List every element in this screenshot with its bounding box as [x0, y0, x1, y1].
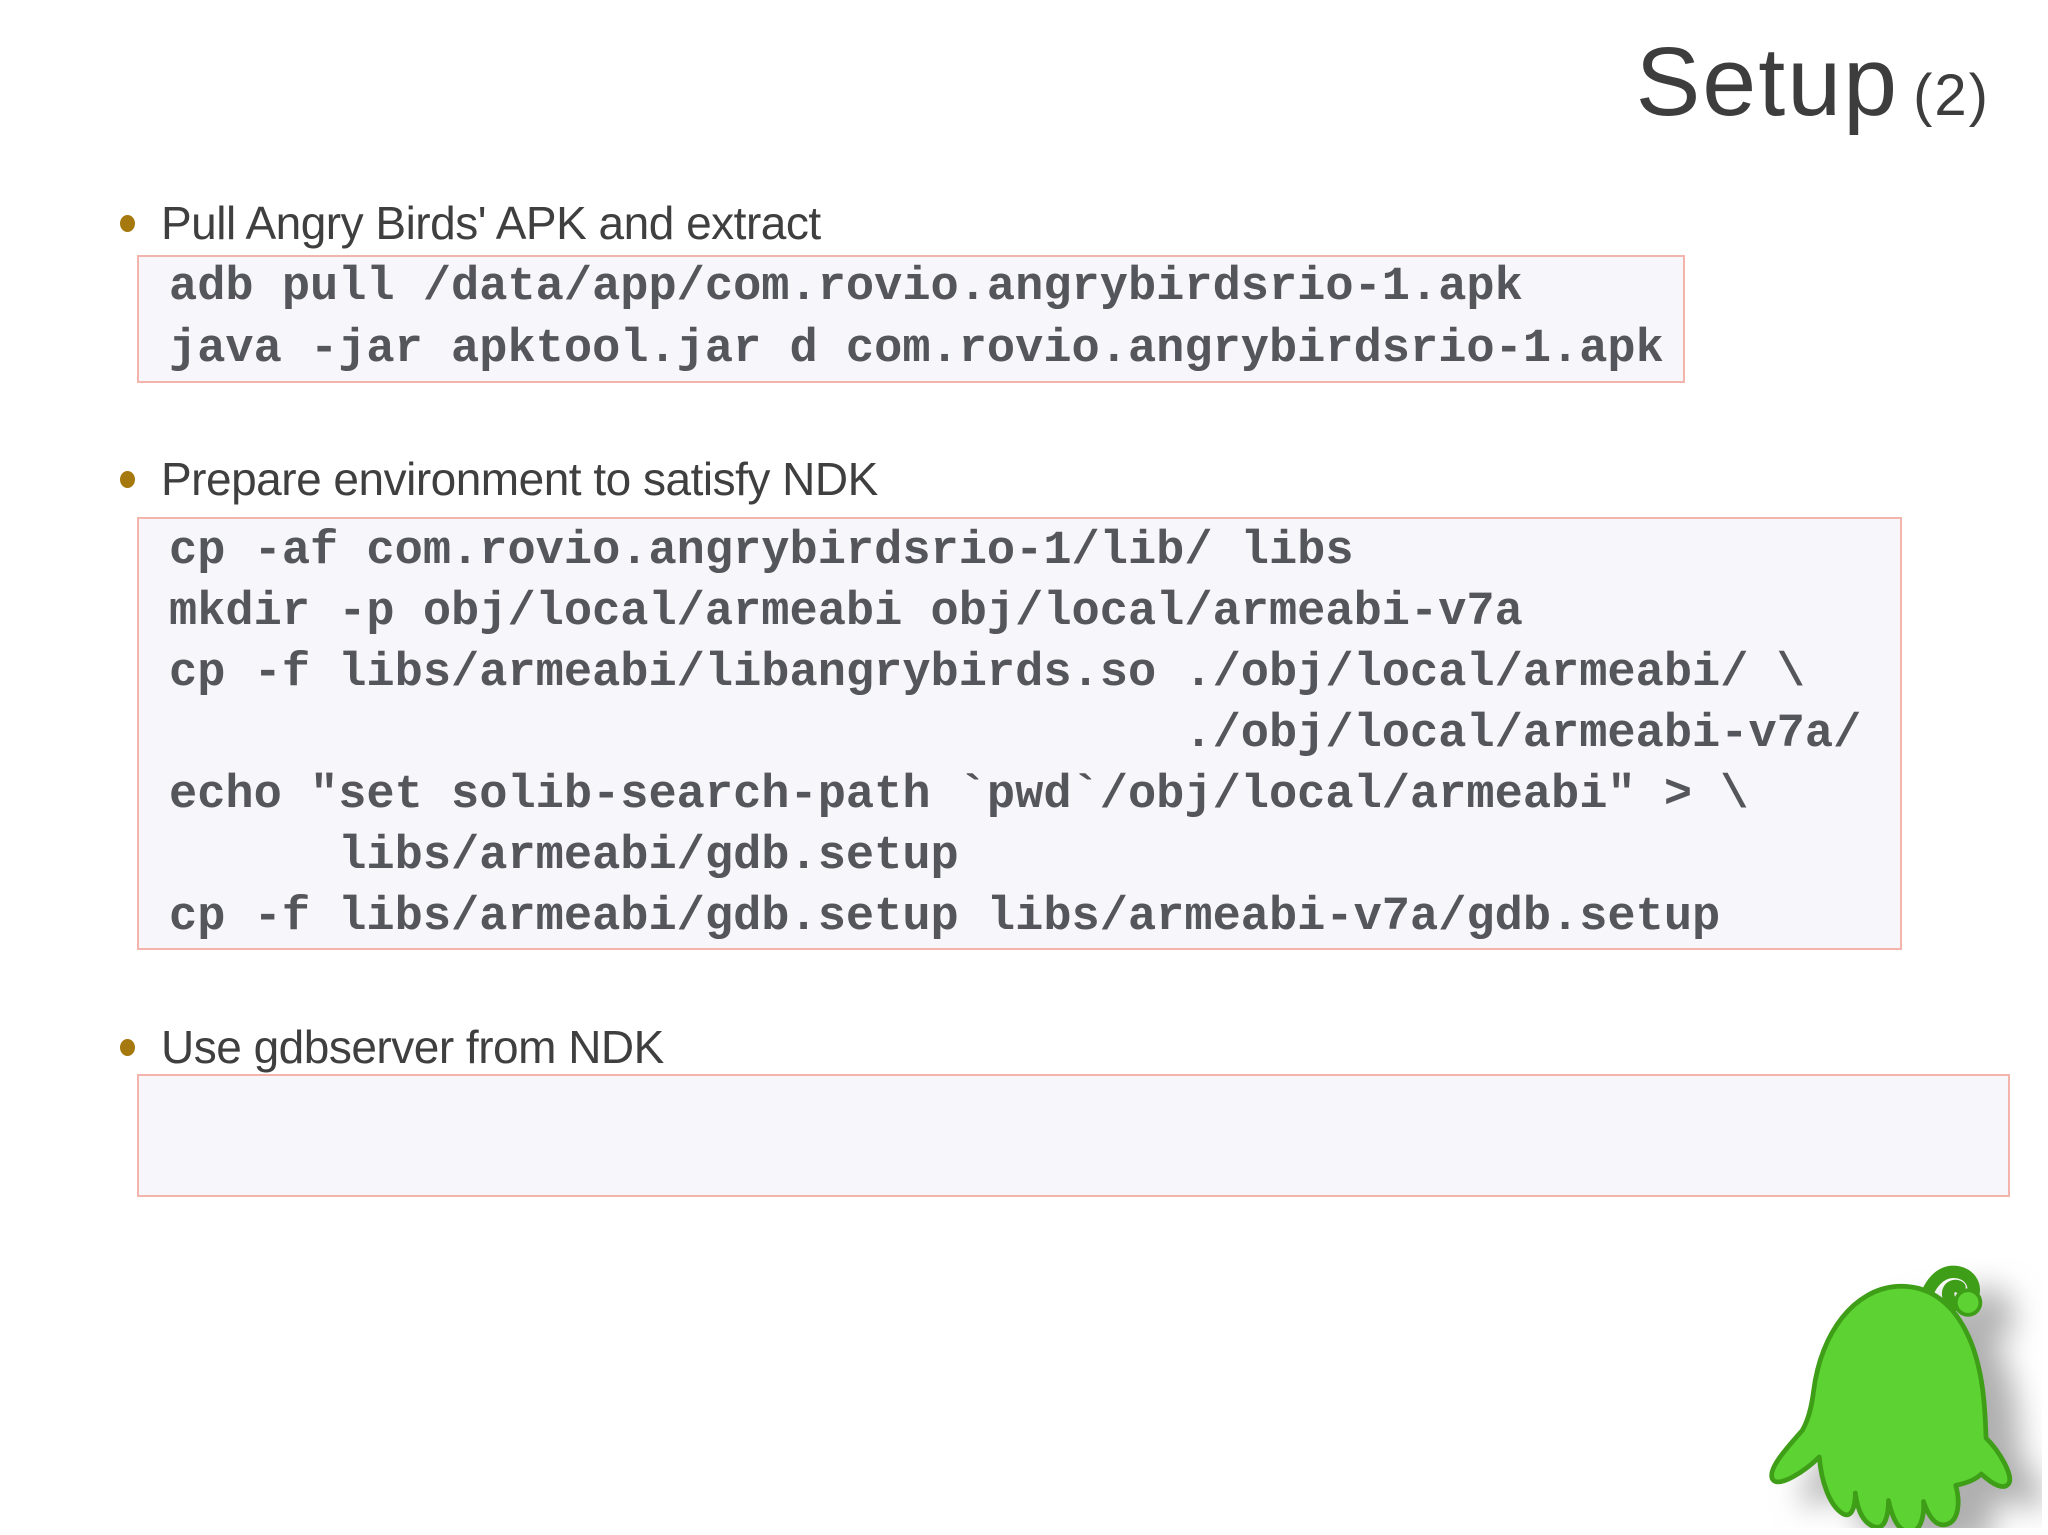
slide-number: (2) [1913, 63, 1990, 128]
bullet-label: Pull Angry Birds' APK and extract [161, 197, 821, 249]
bullet-dot-icon [120, 1038, 135, 1056]
code-line: adb pull /data/app/com.rovio.angrybirdsr… [169, 261, 1523, 314]
code-block-prepare-env: cp -af com.rovio.angrybirdsrio-1/lib/ li… [137, 517, 1902, 950]
bullet-dot-icon [120, 470, 135, 488]
code-line: libs/armeabi/gdb.setup [169, 830, 959, 883]
bullet-item-pull-apk: Pull Angry Birds' APK and extract [120, 196, 821, 250]
code-block-pull-apk: adb pull /data/app/com.rovio.angrybirdsr… [137, 255, 1685, 383]
bullet-item-gdbserver: Use gdbserver from NDK [120, 1020, 664, 1074]
code-line: cp -af com.rovio.angrybirdsrio-1/lib/ li… [169, 525, 1354, 578]
bullet-item-prepare-env: Prepare environment to satisfy NDK [120, 452, 878, 506]
slide-title-text: Setup [1635, 27, 1900, 136]
bullet-label: Use gdbserver from NDK [161, 1021, 664, 1073]
code-line: ./obj/local/armeabi-v7a/ [169, 708, 1862, 761]
code-line: cp -f libs/armeabi/gdb.setup libs/armeab… [169, 891, 1721, 944]
bullet-label: Prepare environment to satisfy NDK [161, 453, 878, 505]
code-line: mkdir -p obj/local/armeabi obj/local/arm… [169, 586, 1523, 639]
code-line: java -jar apktool.jar d com.rovio.angryb… [169, 323, 1664, 376]
green-hand-mascot-icon [1752, 1258, 2042, 1535]
code-block-push-gdbserver: adb push android-ndk-r7b/toolchains/arm-… [137, 1074, 2010, 1197]
page-title: Setup(2) [1636, 26, 1990, 138]
bullet-dot-icon [120, 214, 135, 232]
code-line: echo "set solib-search-path `pwd`/obj/lo… [169, 769, 1749, 822]
code-line: cp -f libs/armeabi/libangrybirds.so ./ob… [169, 647, 1805, 700]
